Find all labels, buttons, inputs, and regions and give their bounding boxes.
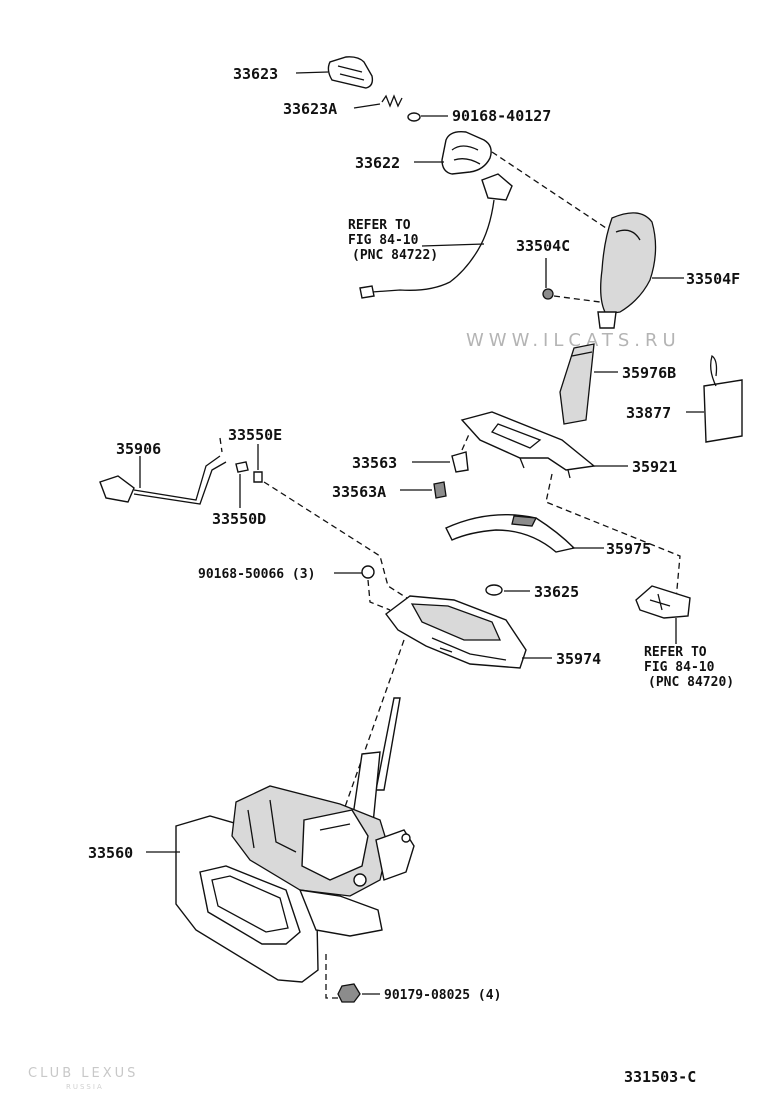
label-33877[interactable]: 33877 bbox=[626, 404, 671, 422]
label-33622[interactable]: 33622 bbox=[355, 154, 400, 172]
part-33623-drawing bbox=[327, 56, 374, 89]
ref-84722-line2[interactable]: FIG 84-10 bbox=[348, 233, 419, 248]
label-35974[interactable]: 35974 bbox=[556, 650, 601, 668]
assembly-line-panel bbox=[545, 473, 681, 601]
part-90168-50066-drawing bbox=[361, 565, 391, 611]
part-33560-drawing bbox=[175, 697, 415, 983]
assembly-line-sensor bbox=[263, 481, 411, 601]
part-35921-drawing bbox=[460, 411, 596, 479]
label-90168-40127[interactable]: 90168-40127 bbox=[452, 107, 551, 125]
label-33623A[interactable]: 33623A bbox=[283, 100, 337, 118]
ref-84720-line3[interactable]: (PNC 84720) bbox=[648, 675, 734, 690]
assembly-line-lever bbox=[333, 639, 405, 839]
part-33550E-drawing bbox=[253, 471, 263, 483]
figure-code: 331503-C bbox=[624, 1068, 696, 1086]
label-33560[interactable]: 33560 bbox=[88, 844, 133, 862]
label-90179-08025[interactable]: 90179-08025 (4) bbox=[384, 988, 501, 1003]
label-33563A[interactable]: 33563A bbox=[332, 483, 386, 501]
label-33625[interactable]: 33625 bbox=[534, 583, 579, 601]
ref-84722-line1[interactable]: REFER TO bbox=[348, 218, 411, 233]
label-35975[interactable]: 35975 bbox=[606, 540, 651, 558]
part-33877-drawing bbox=[703, 354, 743, 443]
label-35906[interactable]: 35906 bbox=[116, 440, 161, 458]
part-33550D-drawing bbox=[235, 461, 249, 473]
club-lexus-logo: CLUB LEXUS bbox=[28, 1066, 138, 1081]
part-90168-40127-drawing bbox=[407, 112, 421, 122]
assembly-line-knob bbox=[491, 151, 607, 229]
label-33504C[interactable]: 33504C bbox=[516, 237, 570, 255]
part-33623A-drawing bbox=[381, 94, 403, 108]
part-35976B-drawing bbox=[559, 343, 595, 425]
label-35921[interactable]: 35921 bbox=[632, 458, 677, 476]
label-33504F[interactable]: 33504F bbox=[686, 270, 740, 288]
label-90168-50066[interactable]: 90168-50066 (3) bbox=[198, 567, 315, 582]
part-35975-drawing bbox=[445, 514, 576, 553]
part-33563A-drawing bbox=[433, 481, 447, 499]
part-35974-drawing bbox=[385, 595, 527, 669]
watermark-text: WWW.ILCATS.RU bbox=[466, 330, 681, 351]
label-33623[interactable]: 33623 bbox=[233, 65, 278, 83]
part-33625-drawing bbox=[485, 584, 503, 596]
part-33563-drawing bbox=[451, 431, 471, 473]
part-33622-drawing bbox=[441, 130, 492, 175]
switch-harness-drawing bbox=[359, 173, 513, 299]
part-33504F-drawing bbox=[597, 212, 657, 329]
part-90179-08025-drawing bbox=[337, 983, 361, 1003]
label-35976B[interactable]: 35976B bbox=[622, 364, 676, 382]
label-33550D[interactable]: 33550D bbox=[212, 510, 266, 528]
leader-33623 bbox=[295, 71, 329, 74]
club-lexus-sub: RUSSIA bbox=[66, 1083, 104, 1091]
assembly-line-nut bbox=[325, 954, 340, 999]
part-35906-drawing bbox=[99, 437, 227, 505]
ref-84720-line2[interactable]: FIG 84-10 bbox=[644, 660, 715, 675]
switch-84720-drawing bbox=[635, 585, 691, 619]
leader-33623A bbox=[353, 103, 381, 109]
label-33563[interactable]: 33563 bbox=[352, 454, 397, 472]
ref-84722-line3[interactable]: (PNC 84722) bbox=[352, 248, 438, 263]
part-33504C-drawing bbox=[542, 288, 601, 303]
ref-84720-line1[interactable]: REFER TO bbox=[644, 645, 707, 660]
label-33550E[interactable]: 33550E bbox=[228, 426, 282, 444]
leader-ref-84722 bbox=[421, 243, 485, 247]
